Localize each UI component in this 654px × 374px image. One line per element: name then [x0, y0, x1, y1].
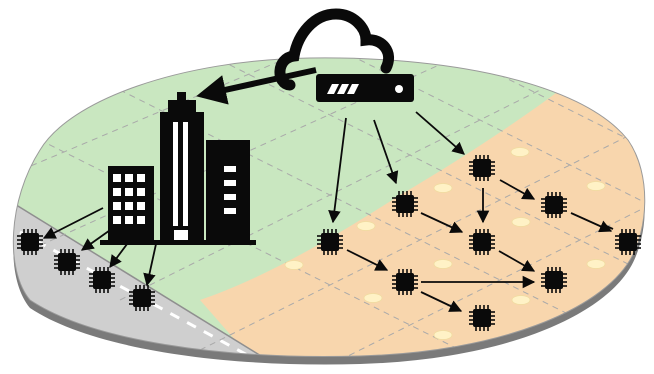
edge-mesh-chip-4-6	[570, 212, 613, 233]
edge-gateway-mesh-chip-3	[415, 111, 465, 155]
road-edge	[13, 194, 301, 357]
gateway-server-icon	[316, 74, 414, 102]
edge-mesh-chip-10-to-6	[603, 224, 614, 230]
office-building-icon	[100, 92, 256, 245]
edge-gateway-building	[196, 67, 317, 105]
edge-mesh-chip-2-5	[420, 212, 464, 233]
edge-mesh-chip-3-4	[499, 179, 536, 200]
edge-mesh-chip-7-8	[420, 291, 463, 312]
connections	[42, 67, 613, 312]
edge-building-road-chip-3	[109, 239, 131, 269]
cloud-icon	[274, 8, 394, 91]
edge-building-road-chip-1	[42, 207, 104, 239]
edge-gateway-mesh-chip-2	[373, 119, 399, 185]
edge-building-road-chip-4	[143, 243, 157, 287]
edge-building-road-chip-2	[80, 227, 114, 251]
edge-mesh-chip-5-9	[498, 250, 536, 272]
edge-mesh-chip-1-7	[346, 249, 389, 271]
edge-gateway-mesh-chip-1	[328, 117, 347, 224]
field-markers	[284, 147, 606, 340]
